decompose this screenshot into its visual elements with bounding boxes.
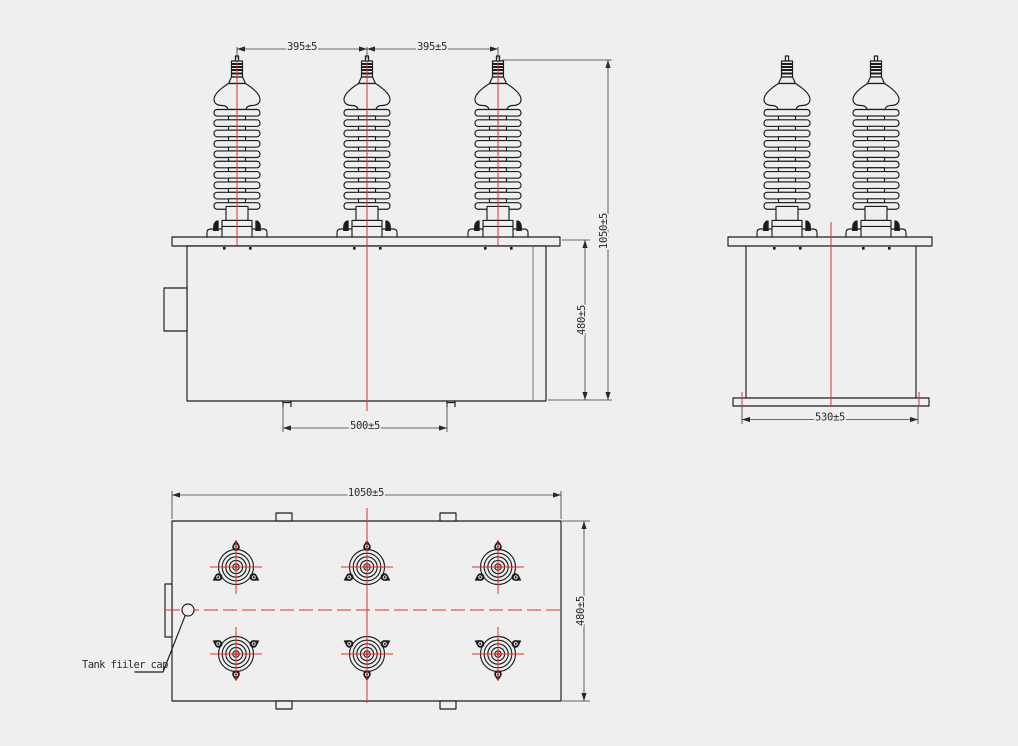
top-notch-1 — [275, 512, 293, 522]
top-length-extension-lines — [171, 491, 562, 519]
front-terminal-box — [163, 287, 188, 332]
side-tank-body — [745, 245, 917, 399]
dim-side-base-width: 530±5 — [815, 412, 845, 424]
dim-bushing-spacing-right: 395±5 — [417, 41, 447, 53]
front-top-plate — [171, 236, 561, 247]
dim-top-width: 480±5 — [575, 596, 587, 626]
top-notch-4 — [439, 700, 457, 710]
tank-filler-cap-label: Tank fiiler cap — [82, 659, 168, 671]
side-base-extension-lines — [741, 407, 919, 424]
top-width-extension-lines — [562, 520, 590, 702]
tank-filler-cap-leader-line — [134, 615, 186, 673]
tank-filler-cap-circle — [181, 603, 195, 617]
front-dimensions: 395±5 395±5 1050±5 480±5 500±5 — [236, 39, 612, 434]
side-base-red-ticks — [741, 392, 920, 407]
dim-bushing-spacing-left: 395±5 — [287, 41, 317, 53]
dim-base-width: 500±5 — [350, 420, 380, 432]
top-notch-3 — [275, 700, 293, 710]
side-view: 530±5 — [727, 56, 933, 425]
dim-overall-height: 1050±5 — [598, 213, 610, 249]
side-top-plate — [727, 236, 933, 247]
side-plate-bolts — [773, 247, 891, 250]
front-foot-right — [446, 400, 456, 408]
front-foot-left — [282, 400, 292, 408]
top-notch-2 — [439, 512, 457, 522]
top-view: Tank fiiler cap 1050±5 480±5 — [82, 485, 590, 710]
side-bushing-2 — [846, 56, 906, 237]
base-width-extension-lines — [282, 404, 448, 432]
dim-tank-height: 480±5 — [576, 305, 588, 335]
side-bushing-1 — [757, 56, 817, 237]
front-view — [163, 56, 561, 411]
dim-top-length: 1050±5 — [348, 487, 384, 499]
